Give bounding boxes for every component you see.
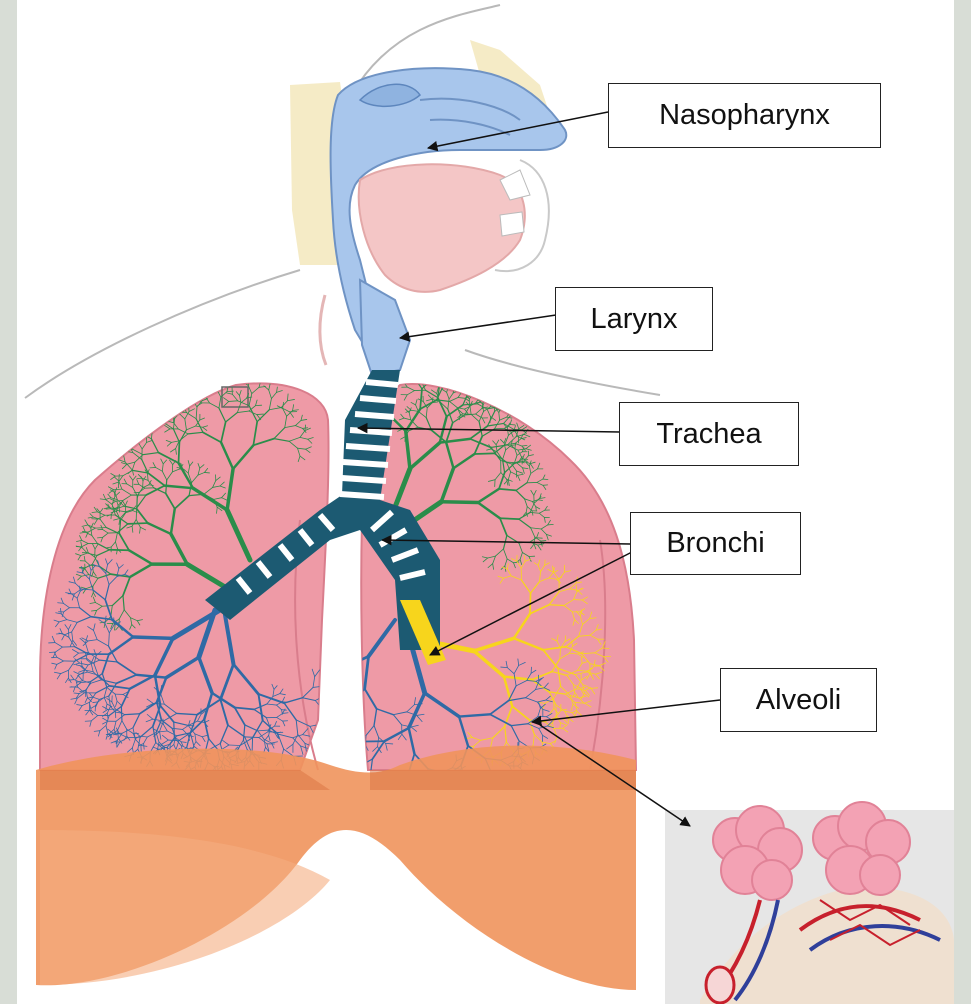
label-larynx: Larynx [555, 287, 713, 351]
label-trachea: Trachea [619, 402, 799, 466]
label-alveoli: Alveoli [720, 668, 877, 732]
left-lung [40, 383, 329, 770]
larynx [320, 280, 410, 375]
label-bronchi: Bronchi [630, 512, 801, 575]
label-nasopharynx: Nasopharynx [608, 83, 881, 148]
alveoli-inset [665, 802, 954, 1004]
diagram-canvas: Nasopharynx Larynx Trachea Bronchi Alveo… [17, 0, 954, 1004]
respiratory-system-illustration [17, 0, 954, 1004]
diaphragm [36, 746, 636, 990]
oral-cavity [359, 160, 549, 292]
